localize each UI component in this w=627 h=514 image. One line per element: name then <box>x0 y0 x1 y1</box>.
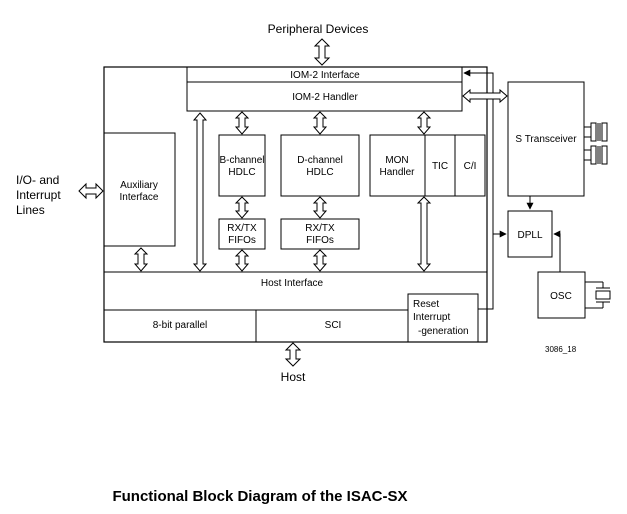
b-fifo-host-arrow <box>234 249 250 272</box>
bus-arrows <box>78 38 508 367</box>
auxiliary-label-line2: Interface <box>120 192 159 203</box>
iom2-handler-label: IOM-2 Handler <box>292 92 358 103</box>
iom-transceiver-arrow <box>462 88 508 104</box>
b-fifo-label-line1: RX/TX <box>227 223 257 234</box>
b-hdlc-iom-arrow <box>234 111 250 135</box>
crystal-icon <box>585 281 611 309</box>
mon-host-arrow <box>416 196 432 272</box>
auxiliary-interface-block <box>103 132 176 247</box>
d-fifo-label-line1: RX/TX <box>305 223 335 234</box>
reset-label-line1: Reset <box>413 299 439 310</box>
s-transceiver-block <box>507 81 585 197</box>
reset-interrupt-block <box>407 293 479 343</box>
aux-host-arrow <box>133 247 149 272</box>
d-channel-hdlc-block <box>280 134 360 197</box>
tic-label: TIC <box>432 161 448 172</box>
io-lines-label-line1: I/O- and <box>16 173 59 187</box>
host-interface-label: Host Interface <box>261 278 324 289</box>
b-channel-hdlc-block <box>218 134 266 197</box>
b-channel-label-line2: HDLC <box>228 167 255 178</box>
mon-label-line1: MON <box>385 155 408 166</box>
transformer-icon <box>584 122 608 165</box>
peripheral-arrow <box>313 38 331 66</box>
iom-host-long-arrow <box>192 112 208 272</box>
signal-lines <box>463 69 561 310</box>
parallel-label: 8-bit parallel <box>153 320 207 331</box>
auxiliary-label-line1: Auxiliary <box>120 180 158 191</box>
dpll-block <box>507 210 553 258</box>
b-fifo-block <box>218 218 266 250</box>
io-lines-label-line3: Lines <box>16 203 45 217</box>
iom2-interface-label: IOM-2 Interface <box>290 70 360 81</box>
d-hdlc-fifo-arrow <box>312 196 328 219</box>
figure-id: 3086_18 <box>545 345 577 354</box>
host-arrow <box>284 342 302 367</box>
osc-label: OSC <box>550 291 572 302</box>
io-lines-label-line2: Interrupt <box>16 188 61 202</box>
d-hdlc-iom-arrow <box>312 111 328 135</box>
s-transceiver-label: S Transceiver <box>515 134 577 145</box>
b-fifo-label-line2: FIFOs <box>228 235 256 246</box>
iom2-handler-block <box>186 81 463 112</box>
mon-label-line2: Handler <box>379 167 415 178</box>
ci-label: C/I <box>464 161 477 172</box>
d-fifo-block <box>280 218 360 250</box>
sci-label: SCI <box>325 320 342 331</box>
b-hdlc-fifo-arrow <box>234 196 250 219</box>
diagram-caption: Functional Block Diagram of the ISAC-SX <box>112 488 408 505</box>
dpll-label: DPLL <box>517 230 542 241</box>
d-channel-label-line1: D-channel <box>297 155 343 166</box>
d-fifo-label-line2: FIFOs <box>306 235 334 246</box>
reset-label-line2: Interrupt <box>413 312 450 323</box>
host-label: Host <box>281 370 306 384</box>
b-channel-label-line1: B-channel <box>219 155 264 166</box>
mon-iom-arrow <box>416 111 432 135</box>
osc-block <box>537 271 586 319</box>
d-channel-label-line2: HDLC <box>306 167 333 178</box>
io-arrow <box>78 182 104 200</box>
reset-label-line3: -generation <box>418 326 469 337</box>
mon-tic-ci-block <box>369 134 486 197</box>
peripheral-devices-label: Peripheral Devices <box>268 22 369 36</box>
d-fifo-host-arrow <box>312 249 328 272</box>
